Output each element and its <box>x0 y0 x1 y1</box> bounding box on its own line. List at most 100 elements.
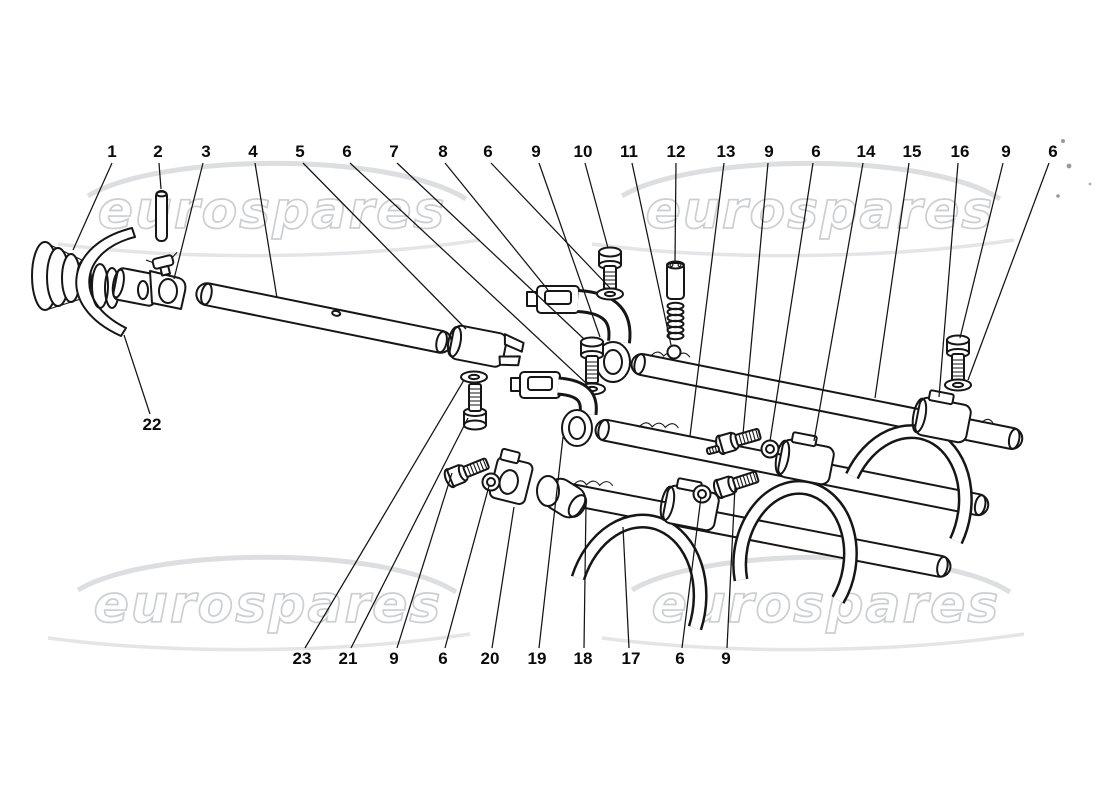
universal-joint <box>111 251 187 310</box>
bolt-10 <box>598 246 622 294</box>
detent-bush <box>666 260 685 300</box>
leader-line-9a <box>538 162 601 338</box>
selector-fork-right <box>845 386 975 545</box>
leader-line-23 <box>304 379 465 649</box>
leader-line-8 <box>444 162 549 291</box>
leader-line-19 <box>538 436 564 649</box>
callout-15: 15 <box>903 142 922 161</box>
callout-2: 2 <box>153 142 162 161</box>
watermark-text: eurospares <box>646 181 995 241</box>
callout-9a: 9 <box>531 142 540 161</box>
leader-line-21 <box>350 417 469 649</box>
callout-16: 16 <box>951 142 970 161</box>
watermark-top-left: eurospares <box>57 160 481 258</box>
callout-3: 3 <box>201 142 210 161</box>
callout-23: 23 <box>293 649 312 668</box>
leader-line-12 <box>674 162 677 262</box>
leader-line-6d <box>967 162 1050 381</box>
bolt-9c <box>946 334 970 382</box>
selector-finger-upper <box>526 285 632 383</box>
leader-line-11 <box>631 162 672 346</box>
watermark-bottom-right: eurospares <box>601 554 1025 652</box>
leader-line-9b <box>742 162 769 435</box>
callout-19: 19 <box>528 649 547 668</box>
callout-11: 11 <box>620 142 638 161</box>
leader-line-17 <box>622 526 630 649</box>
washer-6d <box>944 378 972 392</box>
selector-finger-lower <box>510 371 598 447</box>
set-screw <box>705 444 721 456</box>
callout-9e: 9 <box>721 649 730 668</box>
selector-fork-middle <box>732 428 858 604</box>
leader-line-18 <box>583 503 587 649</box>
detent-spring <box>666 301 685 341</box>
callout-4: 4 <box>248 142 258 161</box>
leader-line-3 <box>173 162 204 280</box>
universal-joint-lower <box>488 447 588 519</box>
callout-6d: 6 <box>1048 142 1057 161</box>
leader-line-6e <box>444 485 490 649</box>
callout-10: 10 <box>574 142 593 161</box>
selector-fork-left <box>570 474 723 631</box>
leader-line-14 <box>813 162 864 442</box>
callout-9b: 9 <box>764 142 773 161</box>
rod-end <box>446 324 525 368</box>
washer-6f <box>692 484 712 504</box>
leader-line-9c <box>959 162 1004 339</box>
washer-6b <box>596 287 624 301</box>
selector-rod <box>195 282 453 354</box>
washer-6e <box>481 472 501 492</box>
callout-labels: 1 2 3 4 5 6 7 8 6 9 10 11 12 13 9 6 14 1… <box>107 142 1057 668</box>
leader-line-13 <box>689 162 725 437</box>
callout-9c: 9 <box>1001 142 1010 161</box>
callout-6b: 6 <box>483 142 492 161</box>
leader-line-9e <box>726 486 736 649</box>
pin <box>155 190 168 242</box>
leader-line-1 <box>72 162 113 251</box>
callout-9d: 9 <box>389 649 398 668</box>
joint-top-fitting <box>145 251 178 277</box>
leader-line-5 <box>302 162 467 330</box>
callout-5: 5 <box>295 142 304 161</box>
leader-line-16 <box>938 162 959 398</box>
watermark-text: eurospares <box>98 181 447 241</box>
leader-line-22 <box>123 334 151 415</box>
callout-7: 7 <box>389 142 398 161</box>
leader-lines <box>72 162 1050 649</box>
retaining-clip <box>75 227 136 337</box>
watermark-bottom-left: eurospares <box>47 554 471 652</box>
callout-20: 20 <box>481 649 500 668</box>
callout-14: 14 <box>857 142 876 161</box>
callout-17: 17 <box>622 649 641 668</box>
leader-line-6a <box>349 162 587 384</box>
callout-18: 18 <box>574 649 593 668</box>
watermark-text: eurospares <box>94 575 443 635</box>
leader-line-9d <box>396 472 453 649</box>
callout-22: 22 <box>143 415 162 434</box>
detent-ball <box>666 344 682 360</box>
leader-line-15 <box>874 162 910 399</box>
callout-6a: 6 <box>342 142 351 161</box>
callout-13: 13 <box>717 142 736 161</box>
leader-line-6c <box>769 162 814 442</box>
leader-line-6b <box>490 162 612 290</box>
watermark-top-right: eurospares <box>591 160 1015 258</box>
callout-6e: 6 <box>438 649 447 668</box>
leader-line-20 <box>491 506 515 649</box>
leader-line-10 <box>584 162 609 249</box>
speckles <box>1056 139 1092 198</box>
washer-6c <box>760 439 780 459</box>
callout-12: 12 <box>667 142 686 161</box>
leader-line-2 <box>158 162 162 190</box>
callout-8: 8 <box>438 142 447 161</box>
leader-line-7 <box>396 162 585 340</box>
callout-6c: 6 <box>811 142 820 161</box>
watermark-text: eurospares <box>652 575 1001 635</box>
washer-23 <box>460 370 488 384</box>
leader-line-4 <box>254 162 278 299</box>
bolt-9e <box>710 466 762 501</box>
callout-1: 1 <box>107 142 116 161</box>
callout-6f: 6 <box>675 649 684 668</box>
